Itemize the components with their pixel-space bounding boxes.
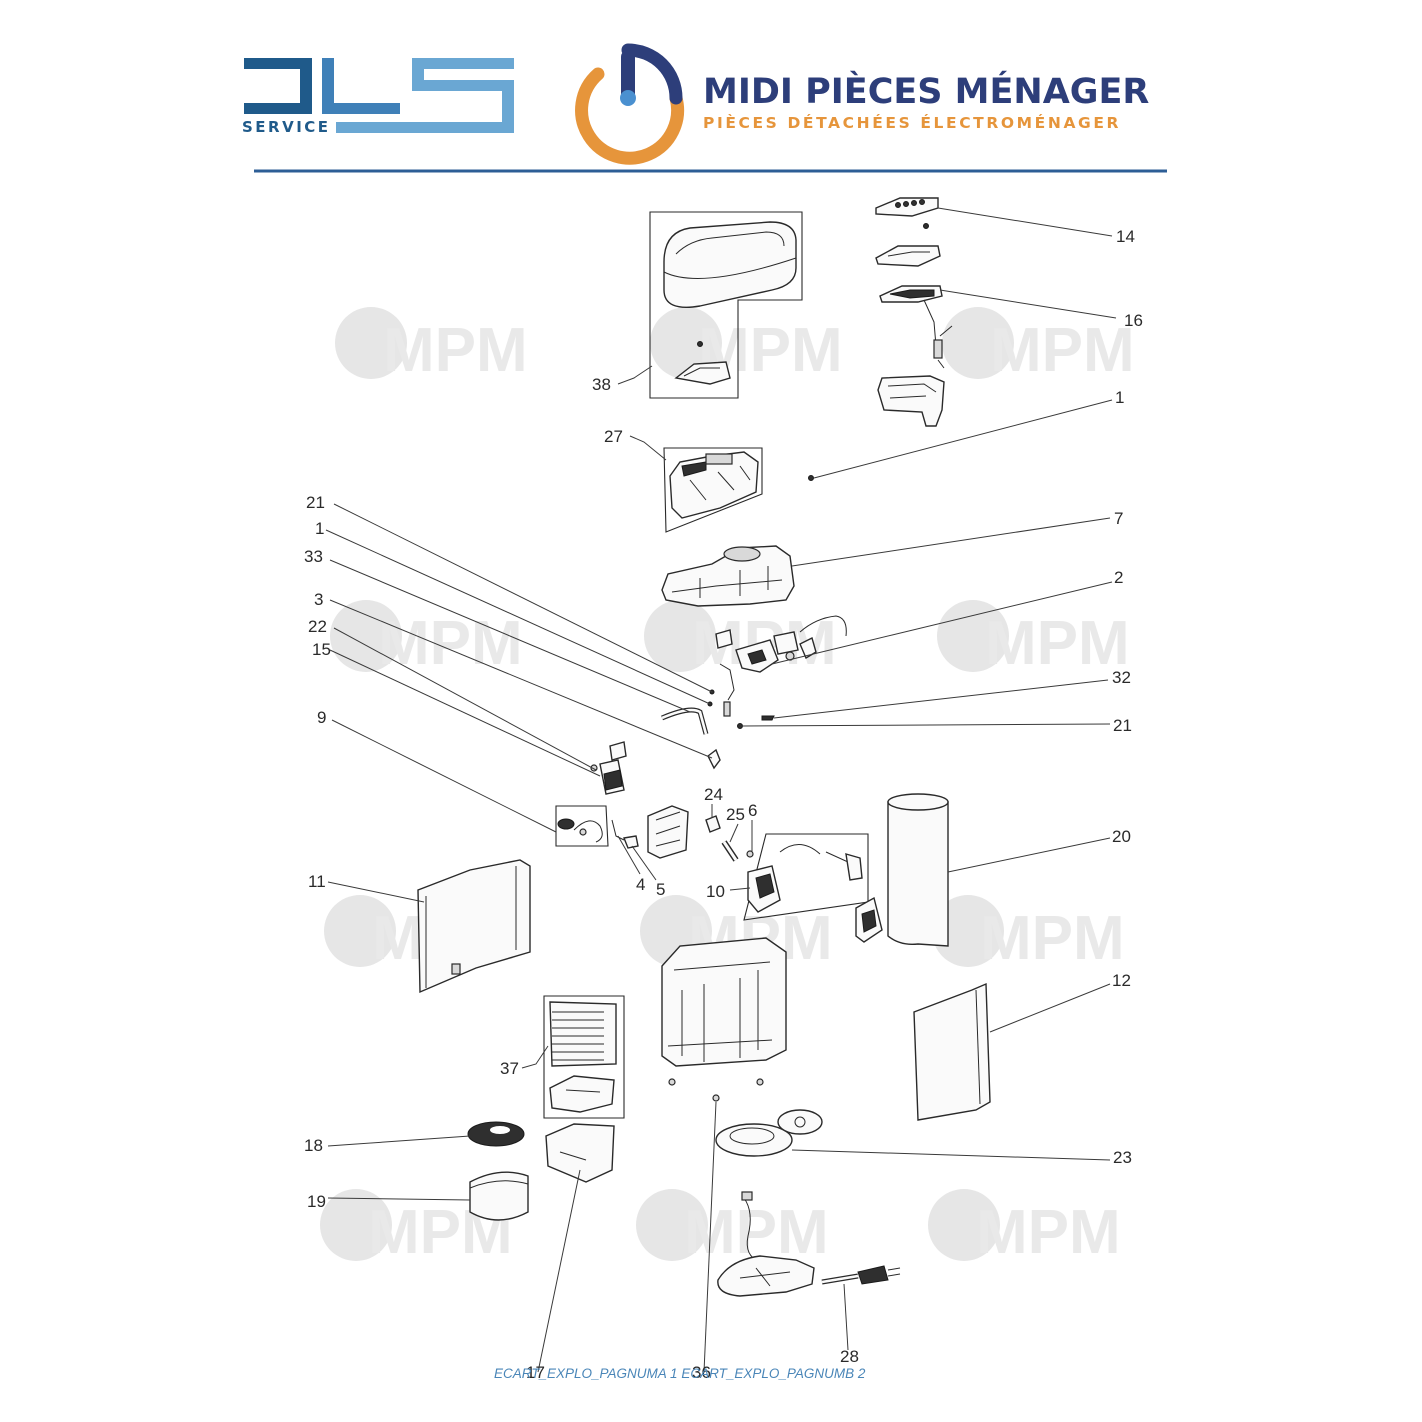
label-20: 20 <box>1112 827 1131 846</box>
part-12-right-panel <box>913 982 991 1121</box>
brand-title: MIDI PIÈCES MÉNAGER <box>703 70 1149 112</box>
bottom-plate-wiring <box>717 1191 815 1297</box>
label-1-top: 1 <box>1115 388 1124 407</box>
svg-text:MPM: MPM <box>990 316 1135 385</box>
part-28-power-cord <box>821 1265 901 1285</box>
part-16-board <box>875 245 953 369</box>
label-37: 37 <box>500 1059 519 1078</box>
label-21-left: 21 <box>306 493 325 512</box>
label-24: 24 <box>704 785 723 804</box>
dls-service-label: SERVICE <box>242 118 331 136</box>
part-19-cup <box>469 1171 529 1221</box>
part-9-flowmeter <box>555 805 609 847</box>
svg-text:MPM: MPM <box>684 1198 829 1267</box>
label-2: 2 <box>1114 568 1123 587</box>
main-chassis <box>661 937 787 1102</box>
part-14-control-panel <box>875 197 939 229</box>
label-14: 14 <box>1116 227 1135 246</box>
side-bracket <box>855 896 883 943</box>
label-18: 18 <box>304 1136 323 1155</box>
label-6: 6 <box>748 801 757 820</box>
svg-text:MPM: MPM <box>378 609 523 678</box>
label-36: 36 <box>692 1363 711 1382</box>
part-3-elbow <box>707 748 721 770</box>
watermark: MPM <box>636 1189 829 1267</box>
label-4: 4 <box>636 875 645 894</box>
part-2-valve-group <box>707 615 847 717</box>
label-32: 32 <box>1112 668 1131 687</box>
part-33-hose <box>661 707 709 735</box>
label-38: 38 <box>592 375 611 394</box>
label-10: 10 <box>706 882 725 901</box>
watermark: MPM <box>650 307 843 385</box>
exploded-diagram <box>417 197 991 1297</box>
label-23: 23 <box>1113 1148 1132 1167</box>
dls-logo: SERVICE <box>242 58 514 136</box>
part-27-brew-unit <box>663 447 763 533</box>
part-18-disc <box>467 1121 525 1147</box>
label-3: 3 <box>314 590 323 609</box>
leader-lines <box>325 207 1117 1373</box>
label-17: 17 <box>526 1363 545 1382</box>
watermark: MPM <box>335 307 528 385</box>
part-32-21-small-parts <box>737 715 775 729</box>
mpm-logo-icon <box>575 43 685 165</box>
label-12: 12 <box>1112 971 1131 990</box>
part-4-5-connectors <box>611 819 639 849</box>
label-21-right: 21 <box>1113 716 1132 735</box>
part-23-base <box>715 1109 823 1157</box>
watermark: MPM <box>330 600 523 678</box>
label-25: 25 <box>726 805 745 824</box>
svg-text:MPM: MPM <box>383 316 528 385</box>
label-33: 33 <box>304 547 323 566</box>
header: SERVICE MIDI PIÈCES MÉNAGER PIÈCES DÉTAC… <box>242 43 1167 173</box>
label-22: 22 <box>308 617 327 636</box>
part-37-drip-grid <box>543 995 625 1119</box>
part-1-upper-housing <box>808 375 945 481</box>
watermarks: MPM MPM MPM MPM MPM MPM MPM MPM MPM MPM … <box>320 307 1135 1267</box>
part-7-top-frame <box>661 545 795 607</box>
watermark: MPM <box>942 307 1135 385</box>
part-24-25-6-fittings <box>705 815 754 862</box>
watermark: MPM <box>644 600 837 678</box>
part-number-labels: 14 16 1 38 27 7 21 1 33 3 22 15 2 32 21 … <box>304 227 1143 1382</box>
watermark: MPM <box>928 1189 1121 1267</box>
part-17-drawer <box>545 1123 615 1183</box>
part-38-tank-cover <box>649 211 803 399</box>
part-20-cylinder <box>887 793 949 947</box>
label-27: 27 <box>604 427 623 446</box>
svg-text:MPM: MPM <box>980 904 1125 973</box>
part-11-left-panel <box>417 859 531 994</box>
label-15: 15 <box>312 640 331 659</box>
label-28: 28 <box>840 1347 859 1366</box>
label-11: 11 <box>308 872 326 891</box>
svg-text:MPM: MPM <box>985 609 1130 678</box>
label-1-left: 1 <box>315 519 324 538</box>
watermark: MPM <box>932 895 1125 973</box>
label-16: 16 <box>1124 311 1143 330</box>
part-15-pump <box>590 741 627 795</box>
watermark: MPM <box>937 600 1130 678</box>
footer-reference: ECART_EXPLO_PAGNUMA 1 ECART_EXPLO_PAGNUM… <box>494 1366 866 1381</box>
label-9: 9 <box>317 708 326 727</box>
label-7: 7 <box>1114 509 1123 528</box>
thermoblock <box>647 805 689 859</box>
label-19: 19 <box>307 1192 326 1211</box>
svg-text:MPM: MPM <box>976 1198 1121 1267</box>
label-5: 5 <box>656 880 665 899</box>
brand-subtitle: PIÈCES DÉTACHÉES ÉLECTROMÉNAGER <box>703 113 1121 132</box>
